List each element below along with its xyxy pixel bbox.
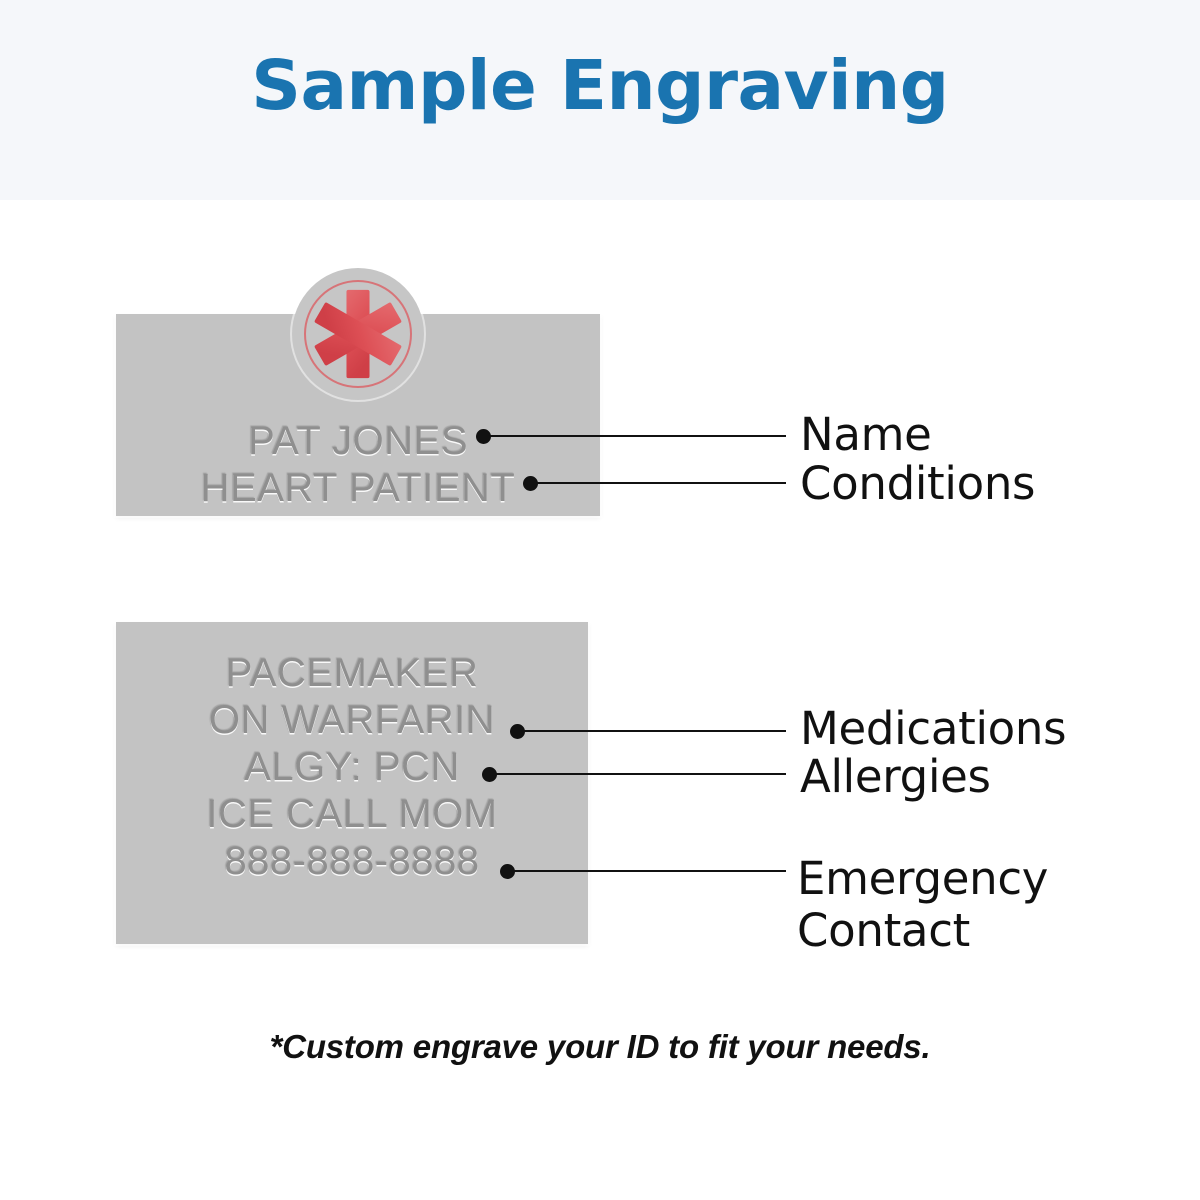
leader-dot-allergies xyxy=(482,767,497,782)
engraved-line: ON WARFARIN xyxy=(208,698,496,742)
id-tag-plate-secondary: PACEMAKER ON WARFARIN ALGY: PCN ICE CALL… xyxy=(116,622,588,944)
engraved-line: PAT JONES xyxy=(247,419,469,463)
leader-line-conditions xyxy=(535,482,786,484)
leader-dot-medications xyxy=(510,724,525,739)
engraved-line: HEART PATIENT xyxy=(200,466,516,510)
footnote-text: *Custom engrave your ID to fit your need… xyxy=(269,1028,931,1065)
annotation-label-medications: Medications xyxy=(800,702,1067,755)
annotation-label-conditions: Conditions xyxy=(800,457,1036,510)
engraved-text-block-secondary: PACEMAKER ON WARFARIN ALGY: PCN ICE CALL… xyxy=(116,650,588,885)
medical-ring-icon xyxy=(304,280,412,388)
page-title: Sample Engraving xyxy=(251,46,949,126)
leader-dot-name xyxy=(476,429,491,444)
annotation-label-name: Name xyxy=(800,408,932,461)
leader-dot-conditions xyxy=(523,476,538,491)
engraved-line: PACEMAKER xyxy=(225,651,479,695)
leader-line-allergies xyxy=(494,773,786,775)
id-tag-plate-primary: PAT JONES HEART PATIENT xyxy=(116,268,600,516)
engraved-line: ALGY: PCN xyxy=(244,745,460,789)
header-band xyxy=(0,0,1200,200)
leader-line-medications xyxy=(522,730,786,732)
annotation-label-allergies: Allergies xyxy=(800,750,991,803)
leader-dot-emergency-contact xyxy=(500,864,515,879)
star-of-life-medical-icon xyxy=(314,289,402,379)
engraved-line: ICE CALL MOM xyxy=(206,792,498,836)
annotation-label-emergency-contact: Emergency Contact xyxy=(797,852,1049,957)
engraved-text-block-primary: PAT JONES HEART PATIENT xyxy=(116,418,600,512)
leader-line-emergency-contact xyxy=(512,870,786,872)
engraved-line: 888-888-8888 xyxy=(224,839,480,883)
tag-circular-tab xyxy=(292,268,424,400)
leader-line-name xyxy=(488,435,786,437)
